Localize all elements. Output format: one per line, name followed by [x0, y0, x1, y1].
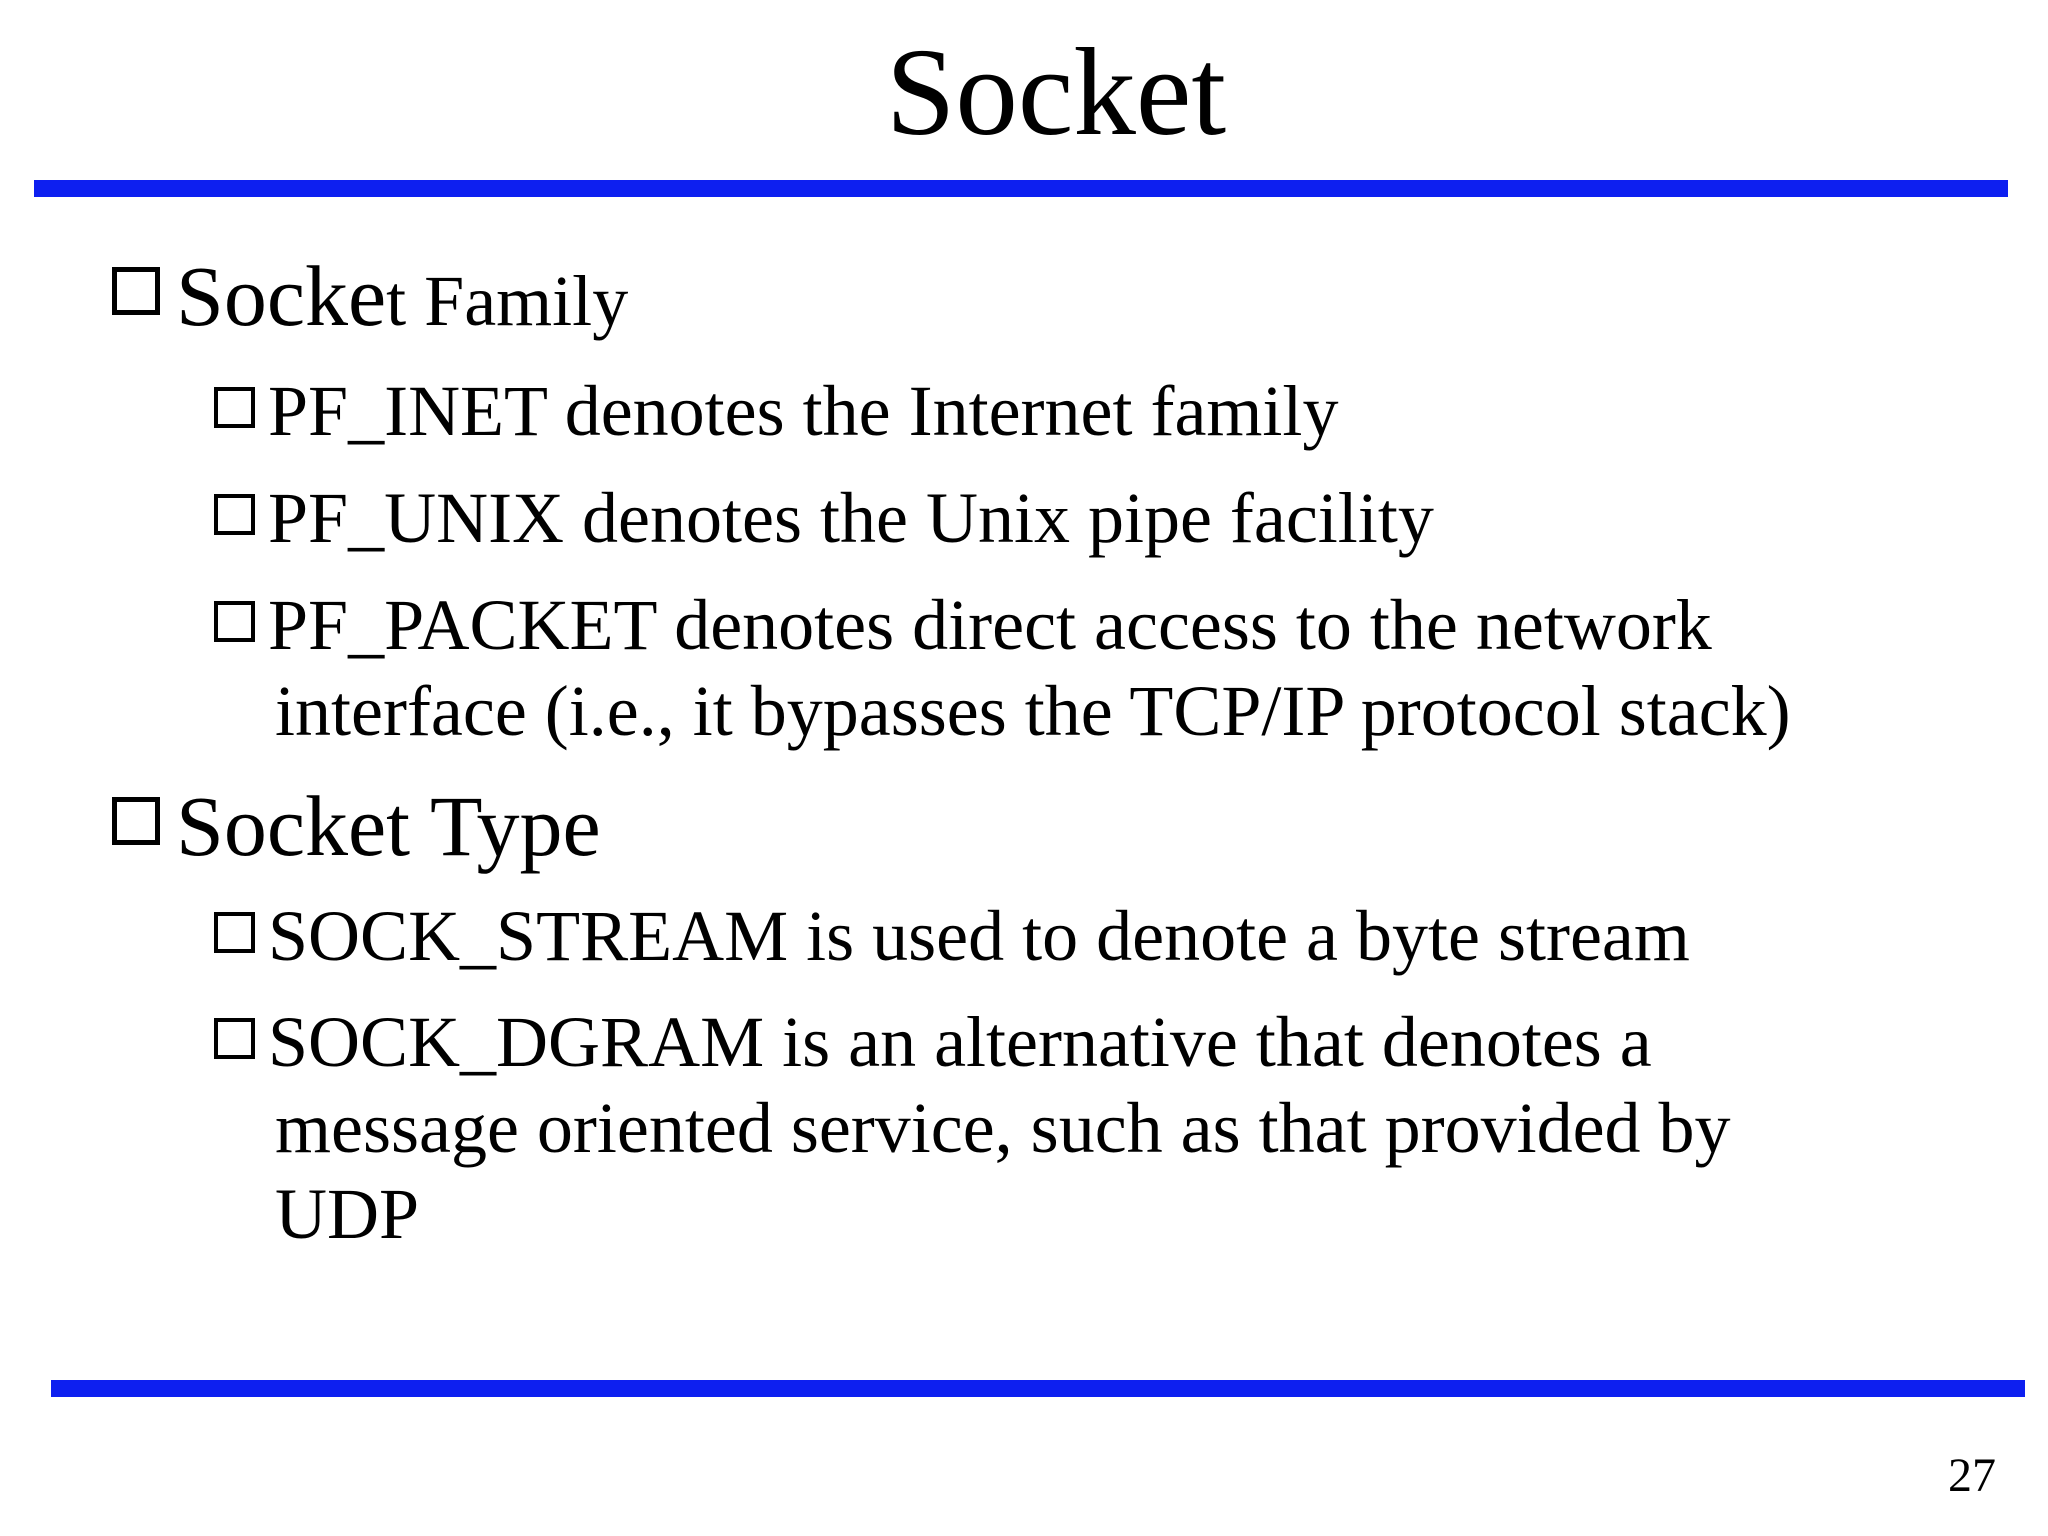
- heading-text: Socket Type: [176, 778, 601, 874]
- bottom-rule: [51, 1380, 2025, 1397]
- list-item: PF_INET denotes the Internet family: [214, 368, 1338, 454]
- hollow-square-bullet-icon: [112, 797, 174, 859]
- list-item-text: PF_UNIX denotes the Unix pipe facility: [268, 478, 1434, 558]
- hollow-square-bullet-icon: [214, 1018, 266, 1070]
- section-heading-socket-type: Socket Type: [112, 776, 601, 876]
- list-item-continuation: interface (i.e., it bypasses the TCP/IP …: [275, 671, 1791, 751]
- list-item-continuation: UDP: [275, 1174, 420, 1254]
- list-item-text: SOCK_DGRAM is an alternative that denote…: [268, 1002, 1652, 1082]
- list-item: PF_PACKET denotes direct access to the n…: [214, 582, 1712, 668]
- heading-text-small: t Family: [386, 261, 629, 341]
- list-item-text: PF_PACKET denotes direct access to the n…: [268, 585, 1712, 665]
- hollow-square-bullet-icon: [214, 387, 266, 439]
- slide-title: Socket: [885, 24, 1227, 162]
- list-item: SOCK_DGRAM is an alternative that denote…: [214, 999, 1652, 1085]
- list-item: PF_UNIX denotes the Unix pipe facility: [214, 475, 1434, 561]
- list-item-continuation: message oriented service, such as that p…: [275, 1088, 1731, 1168]
- hollow-square-bullet-icon: [214, 601, 266, 653]
- hollow-square-bullet-icon: [214, 912, 266, 964]
- heading-text-large: Socke: [176, 248, 387, 344]
- page-number: 27: [1948, 1449, 1996, 1502]
- list-item-text: SOCK_STREAM is used to denote a byte str…: [268, 896, 1690, 976]
- list-item-text: PF_INET denotes the Internet family: [268, 371, 1339, 451]
- list-item: SOCK_STREAM is used to denote a byte str…: [214, 893, 1690, 979]
- hollow-square-bullet-icon: [214, 494, 266, 546]
- hollow-square-bullet-icon: [112, 267, 174, 329]
- top-rule: [34, 180, 2008, 197]
